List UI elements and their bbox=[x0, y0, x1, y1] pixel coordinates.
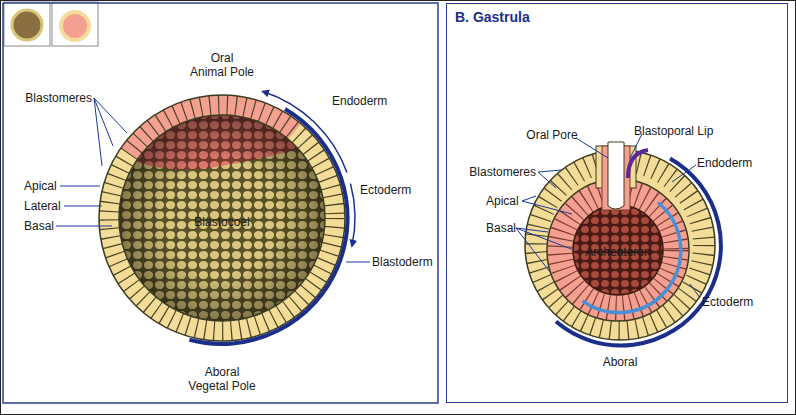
leader-line bbox=[538, 170, 562, 172]
leader-line bbox=[672, 165, 696, 182]
part-label: Animal Pole bbox=[190, 65, 254, 79]
part-label: Blastomeres bbox=[25, 91, 92, 105]
leader-line bbox=[516, 228, 550, 272]
part-label: Blastocoel bbox=[194, 215, 249, 229]
leader-line bbox=[522, 196, 536, 201]
leader-line bbox=[94, 98, 102, 166]
leader-line bbox=[522, 201, 572, 214]
leader-line bbox=[64, 206, 102, 207]
part-label: Oral Pore bbox=[526, 128, 577, 142]
part-label: Blastoporal Lip bbox=[634, 124, 713, 138]
part-label: Aboral bbox=[205, 365, 240, 379]
part-label: Basal bbox=[24, 219, 54, 233]
apical-surface bbox=[99, 95, 345, 341]
part-label: Archenteron bbox=[585, 245, 650, 259]
oral-pore-channel bbox=[608, 142, 624, 209]
leader-line bbox=[538, 172, 556, 188]
part-label: Blastomeres bbox=[469, 165, 536, 179]
leader-line bbox=[56, 226, 112, 227]
ectoderm-arrow bbox=[351, 184, 355, 246]
thumbnail-blastula bbox=[12, 10, 42, 40]
depth-shading bbox=[119, 115, 325, 321]
blastocoel-inner-wall bbox=[119, 115, 325, 321]
part-label: Endoderm bbox=[697, 156, 752, 170]
archenteron-cavity bbox=[573, 205, 663, 295]
leader-line bbox=[576, 138, 608, 158]
ectoderm-arc bbox=[556, 158, 721, 345]
leader-line bbox=[346, 262, 370, 263]
leader-line bbox=[94, 98, 127, 133]
lip-arc bbox=[628, 150, 648, 178]
cell-walls bbox=[109, 105, 335, 331]
panel-title: B. Gastrula bbox=[455, 9, 530, 25]
basal-surface bbox=[119, 115, 325, 321]
panel-frame bbox=[3, 3, 438, 403]
thumbnail-frame bbox=[4, 2, 50, 46]
blastoderm-ring bbox=[109, 105, 335, 331]
part-label: Aboral bbox=[603, 355, 638, 369]
thumbnail-gastrula bbox=[61, 12, 89, 40]
part-label: Basal bbox=[486, 221, 516, 235]
blastoderm-arc bbox=[189, 109, 347, 344]
part-label: Oral bbox=[211, 51, 234, 65]
part-label: Apical bbox=[486, 194, 519, 208]
part-label: Endoderm bbox=[332, 94, 387, 108]
leader-line bbox=[60, 186, 100, 187]
part-label: Ectoderm bbox=[360, 183, 411, 197]
part-label: Apical bbox=[24, 179, 57, 193]
endoderm-arc bbox=[582, 203, 680, 313]
part-label: Ectoderm bbox=[702, 295, 753, 309]
part-label: Vegetal Pole bbox=[188, 379, 255, 393]
part-label: Lateral bbox=[24, 199, 61, 213]
thumbnail-frame bbox=[52, 2, 98, 46]
leader-line bbox=[690, 284, 700, 298]
part-label: Blastoderm bbox=[372, 255, 433, 269]
